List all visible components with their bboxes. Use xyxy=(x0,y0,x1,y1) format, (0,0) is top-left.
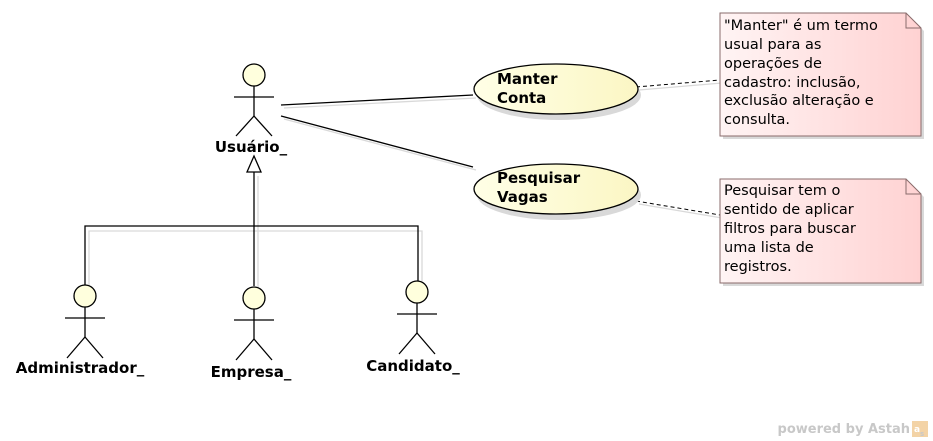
note-line: sentido de aplicar xyxy=(724,202,854,218)
assoc-usuario-manter xyxy=(280,94,474,106)
note-line: "Manter" é um termo xyxy=(724,18,878,34)
note-pesquisar[interactable]: Pesquisar tem o sentido de aplicar filtr… xyxy=(719,178,924,286)
anchor-note-pesquisar xyxy=(635,200,721,216)
anchor-note-manter xyxy=(635,79,721,88)
note-line: operações de xyxy=(724,56,822,72)
shadows xyxy=(88,82,723,288)
footer-powered-by: powered by Astah a s xyxy=(778,421,928,438)
astah-logo-icon: a s xyxy=(912,421,928,438)
actor-head xyxy=(242,286,266,310)
actor-head xyxy=(73,284,97,308)
usecase-label-line2: Vagas xyxy=(497,188,548,206)
usecase-pesquisar-vagas[interactable]: Pesquisar Vagas xyxy=(473,163,641,220)
note-line: uma lista de xyxy=(724,240,814,256)
note-line: exclusão alteração e xyxy=(724,93,874,109)
actor-head xyxy=(405,280,429,304)
usecase-label-line1: Pesquisar xyxy=(497,169,581,187)
usecase-manter-conta[interactable]: Manter Conta xyxy=(473,63,641,120)
note-line: registros. xyxy=(724,259,792,275)
assoc-usuario-pesquisar xyxy=(280,115,474,168)
usecase-label-line2: Conta xyxy=(497,89,546,107)
note-line: usual para as xyxy=(724,37,821,53)
actor-label-administrador: Administrador_ xyxy=(16,359,145,377)
associations xyxy=(280,94,474,168)
svg-text:a: a xyxy=(914,425,920,435)
note-line: consulta. xyxy=(724,112,790,128)
note-line: filtros para buscar xyxy=(724,221,856,237)
note-manter[interactable]: "Manter" é um termo usual para as operaç… xyxy=(719,12,924,139)
actor-administrador[interactable] xyxy=(65,284,105,359)
actor-usuario[interactable] xyxy=(234,63,274,137)
note-line: cadastro: inclusão, xyxy=(724,75,861,91)
actor-label-empresa: Empresa_ xyxy=(211,363,292,381)
actor-empresa[interactable] xyxy=(234,286,274,361)
svg-text:s: s xyxy=(920,430,924,438)
usecase-label-line1: Manter xyxy=(497,70,558,88)
note-line: Pesquisar tem o xyxy=(724,183,840,199)
actor-label-usuario: Usuário_ xyxy=(215,138,288,156)
footer-text: powered by Astah xyxy=(778,422,910,437)
actor-head xyxy=(242,63,266,87)
generalization-arrowhead xyxy=(246,154,262,173)
generalization xyxy=(84,154,419,286)
note-anchors xyxy=(635,79,721,216)
actor-candidato[interactable] xyxy=(397,280,437,355)
actor-label-candidato: Candidato_ xyxy=(366,357,460,375)
